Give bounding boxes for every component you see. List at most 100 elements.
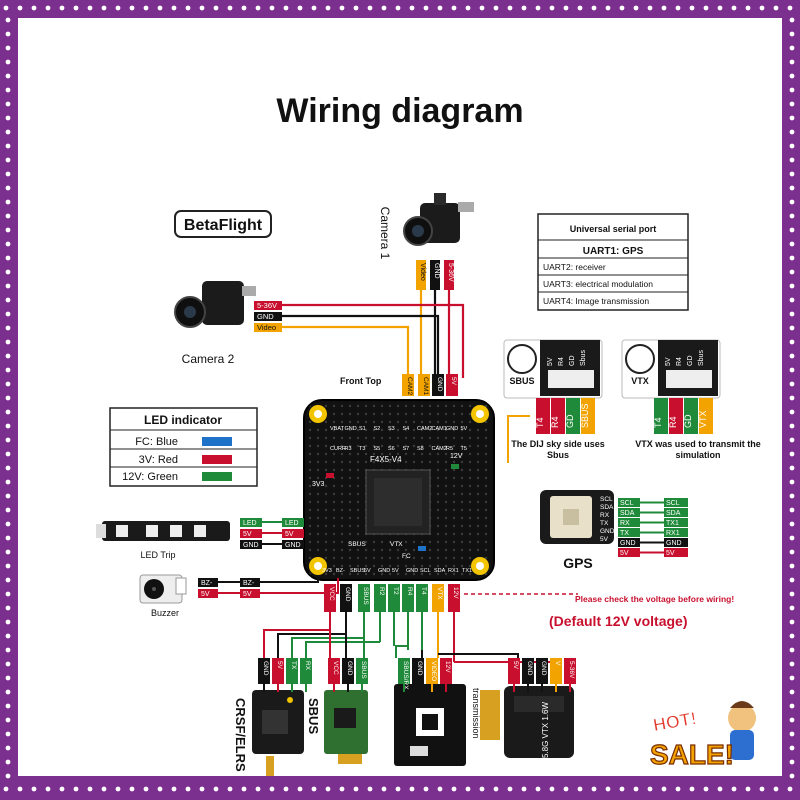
border-dot [17,5,23,11]
uart-row-4: UART4: Image transmission [543,296,649,306]
border-dot [5,73,11,79]
fc-bottom-pad-label: SDA [434,568,446,574]
border-dot [5,87,11,93]
gps-board-5v: 5V [600,536,609,543]
border-dot [367,786,373,792]
border-dot [493,5,499,11]
border-dot [789,297,795,303]
border-dot [5,241,11,247]
border-dot [255,5,261,11]
border-dot [171,5,177,11]
border-dot [789,633,795,639]
border-dot [789,311,795,317]
gps-fc-pin-label: SDA [666,510,681,517]
sale-badge: HOT! SALE! [649,701,756,771]
border-dot [717,786,723,792]
border-dot [325,5,331,11]
border-dot [789,591,795,597]
betaflight-badge: BetaFlight [174,210,272,238]
fc-center-fc: FC [402,553,411,560]
tag-cam2: CAM2 [406,377,413,395]
border-dot [283,5,289,11]
border-dot [535,5,541,11]
fc-12v-label: 12V [450,453,463,460]
default-voltage-note: (Default 12V voltage) [549,613,687,629]
border-dot [3,786,9,792]
border-dot [31,786,37,792]
border-dot [5,339,11,345]
border-dot [507,786,513,792]
border-dot [647,5,653,11]
camera1-pin-gnd: GND [433,263,440,279]
border-dot [59,786,65,792]
border-dot [5,465,11,471]
border-dot [5,381,11,387]
border-dot [633,5,639,11]
border-dot [787,5,793,11]
border-dot [17,786,23,792]
border-dot [5,213,11,219]
fc-bottom-tag [402,584,414,612]
border-dot [269,786,275,792]
border-dot [759,786,765,792]
border-dot [87,5,93,11]
gps-fc-pin-label: TX1 [666,520,679,527]
border-dot [5,367,11,373]
routed-wire [277,633,346,658]
sbus-module-label: SBUS [509,376,534,386]
gps-board-gnd: GND [600,528,615,535]
border-dot [143,5,149,11]
gps-pin-label: SDA [620,510,635,517]
camera2-pin-video: Video [257,323,276,332]
routed-wire [305,641,380,658]
gps-fc-pin-tag [664,538,688,547]
gps-board-scl: SCL [600,496,613,503]
camera1-wires [419,290,451,378]
vtx-bottom-pin-label: GND [540,661,547,676]
vtx-bottom-pin-tag [508,658,520,684]
routed-wire [291,637,364,658]
crsf-pin-label: TX [290,661,297,670]
led-swatch-green [202,472,232,481]
border-dot [789,549,795,555]
border-dot [521,786,527,792]
border-dot [5,129,11,135]
fc-bottom-tag-label: VTX [436,587,443,600]
border-dot [577,786,583,792]
fc-3v3-label: 3V3 [312,481,325,488]
sbus-pin-sbus: SBUS [580,403,590,428]
sbus-caption-2: Sbus [547,450,569,460]
routed-wire [395,645,408,658]
transmission-pin-tag [412,658,424,684]
buzzer-wires: BZ- 5V BZ- 5V [198,578,339,598]
fc-top-pad-label: S3 [388,426,395,432]
gps-pin-tag [618,548,640,557]
border-dot [789,745,795,751]
border-dot [185,5,191,11]
vtx-bottom-module: 5.8G VTX 1.6W [480,686,574,758]
camera2-pin-gnd: GND [257,312,274,321]
transmission-label: transmission [471,688,481,739]
transmission-pin-label: 12V [444,661,451,673]
border-dot [5,745,11,751]
border-dot [241,5,247,11]
fc-bottom-tag-label: T4 [420,587,427,595]
border-dot [5,535,11,541]
uart-row-3: UART3: electrical modulation [543,279,653,289]
transmission-module: transmission [394,684,481,766]
border-dot [5,269,11,275]
fc-top-pad-label: S5 [374,446,381,452]
tag-cam1: CAM1 [422,377,429,395]
vtx-bottom-pin-tag [564,658,576,684]
gps-pin-tag [618,498,640,507]
border-dot [5,773,11,779]
border-dot [789,689,795,695]
vtx-bottom-pin-tag [536,658,548,684]
border-dot [689,5,695,11]
fc-top-pad-label: CAM1 [432,426,447,432]
fc-top-pad-label: VBAT [330,426,345,432]
transmission-pin-label: VIDEO [430,661,437,681]
